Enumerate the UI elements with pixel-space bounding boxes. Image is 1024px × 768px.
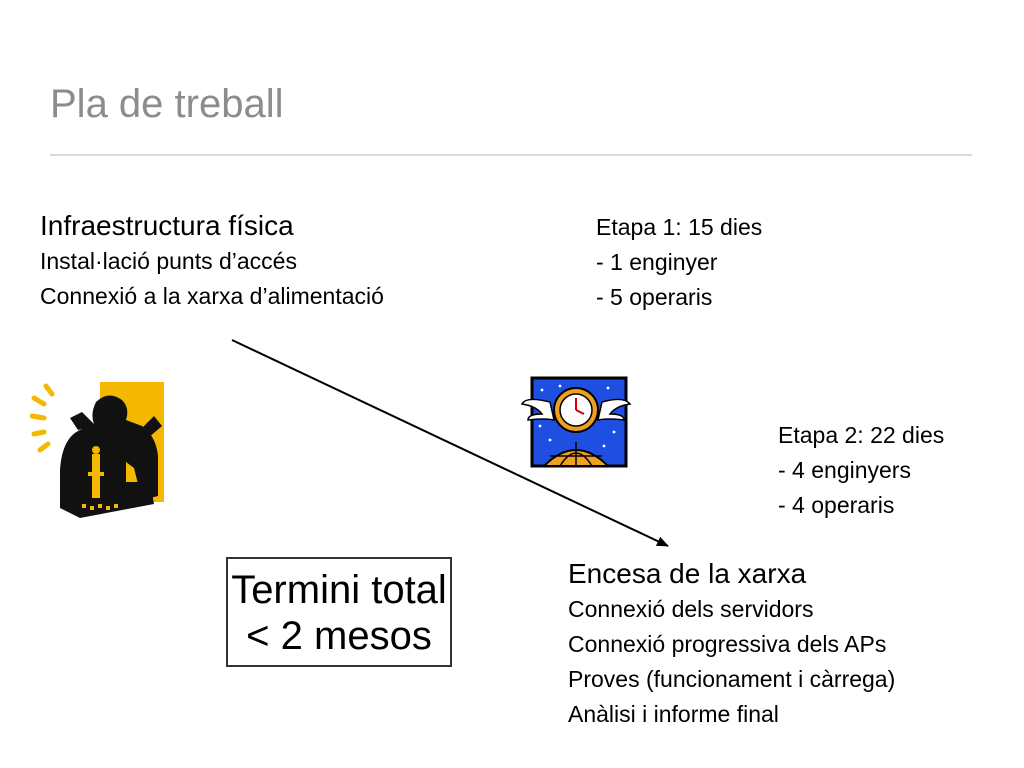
infraestructura-line: Connexió a la xarxa d’alimentació xyxy=(40,283,384,309)
etapa1-block: Etapa 1: 15 dies - 1 enginyer - 5 operar… xyxy=(596,210,762,315)
encesa-line: Connexió dels servidors xyxy=(568,596,814,622)
etapa2-block: Etapa 2: 22 dies - 4 enginyers - 4 opera… xyxy=(778,418,944,523)
termini-line2: < 2 mesos xyxy=(246,614,432,658)
encesa-line: Connexió progressiva dels APs xyxy=(568,631,887,657)
etapa2-heading: Etapa 2: 22 dies xyxy=(778,422,945,448)
etapa1-line: - 5 operaris xyxy=(596,284,713,310)
slide-title: Pla de treball xyxy=(50,82,284,126)
title-divider xyxy=(50,154,972,156)
encesa-block: Encesa de la xarxa Connexió dels servido… xyxy=(568,556,895,732)
encesa-heading: Encesa de la xarxa xyxy=(568,558,807,589)
etapa2-line: - 4 enginyers xyxy=(778,457,911,483)
alert-rays xyxy=(30,383,55,453)
etapa1-line: - 1 enginyer xyxy=(596,249,718,275)
etapa2-line: - 4 operaris xyxy=(778,492,895,518)
termini-line1: Termini total xyxy=(231,568,447,612)
encesa-line: Proves (funcionament i càrrega) xyxy=(568,666,896,692)
winged-clock-icon xyxy=(520,376,632,468)
worker-clipart-icon xyxy=(30,382,164,518)
infraestructura-heading: Infraestructura física xyxy=(40,210,294,241)
termini-box: Termini total < 2 mesos xyxy=(226,557,452,667)
etapa1-heading: Etapa 1: 15 dies xyxy=(596,214,763,240)
encesa-line: Anàlisi i informe final xyxy=(568,701,779,727)
infraestructura-block: Infraestructura física Instal·lació punt… xyxy=(40,208,384,314)
infraestructura-line: Instal·lació punts d’accés xyxy=(40,248,297,274)
